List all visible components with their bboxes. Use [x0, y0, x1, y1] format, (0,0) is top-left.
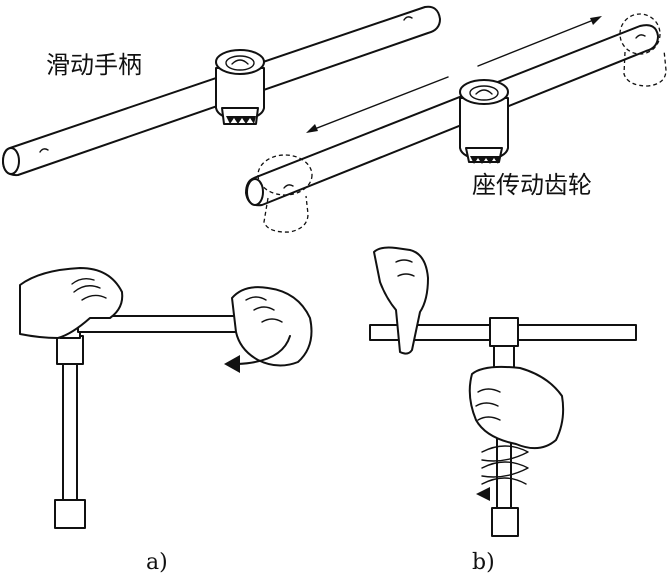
sliding-handle-wrench	[2, 5, 441, 177]
label-sliding-handle: 滑动手柄	[46, 51, 142, 79]
label-gear: 座传动齿轮	[472, 171, 592, 199]
label-fig-a: a)	[146, 550, 168, 575]
usage-a-illustration	[19, 267, 313, 529]
gear-ratchet-wrench	[245, 13, 667, 233]
usage-b-illustration	[369, 246, 637, 537]
label-fig-b: b)	[472, 550, 495, 575]
